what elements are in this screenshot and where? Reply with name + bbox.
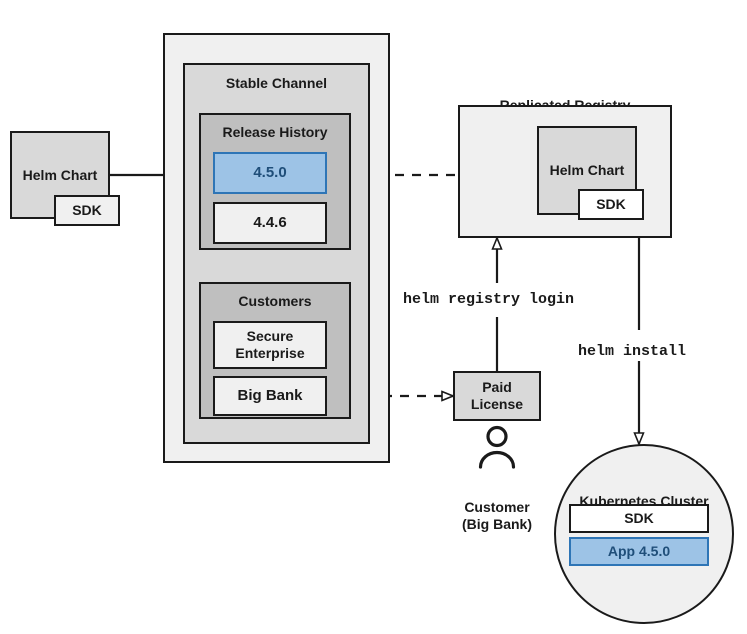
release-history-label: Release History — [222, 124, 328, 140]
paid-license-label: Paid License — [470, 379, 524, 412]
release-version-label: 4.5.0 — [253, 164, 287, 182]
helm-registry-login-command: helm registry login — [403, 291, 575, 308]
release-item-1[interactable]: 4.4.6 — [213, 202, 327, 244]
release-item-0[interactable]: 4.5.0 — [213, 152, 327, 194]
customer-actor-label: Customer (Big Bank) — [462, 498, 532, 532]
helm-install-command: helm install — [578, 343, 687, 360]
customer-item-0[interactable]: Secure Enterprise — [213, 321, 327, 369]
release-version-label: 4.4.6 — [253, 214, 287, 232]
registry-sdk-box: SDK — [578, 189, 644, 220]
cluster-item-0[interactable]: SDK — [569, 504, 709, 533]
paid-license-box: Paid License — [453, 371, 541, 421]
source-sdk-box: SDK — [54, 195, 120, 226]
source-helm-chart-label: Helm Chart — [22, 166, 98, 183]
kubernetes-cluster-circle — [554, 444, 734, 624]
customer-name-label: Secure Enterprise — [235, 328, 305, 361]
person-icon — [478, 425, 516, 469]
registry-sdk-label: SDK — [596, 196, 626, 213]
customer-item-1[interactable]: Big Bank — [213, 376, 327, 416]
cluster-item-label: SDK — [624, 510, 654, 527]
registry-helm-chart-label: Helm Chart — [549, 162, 625, 179]
cluster-item-label: App 4.5.0 — [607, 543, 671, 560]
source-sdk-label: SDK — [72, 202, 102, 219]
customers-label: Customers — [238, 293, 312, 309]
cluster-item-1[interactable]: App 4.5.0 — [569, 537, 709, 566]
customer-name-label: Big Bank — [237, 387, 303, 405]
stable-channel-label: Stable Channel — [225, 75, 328, 91]
